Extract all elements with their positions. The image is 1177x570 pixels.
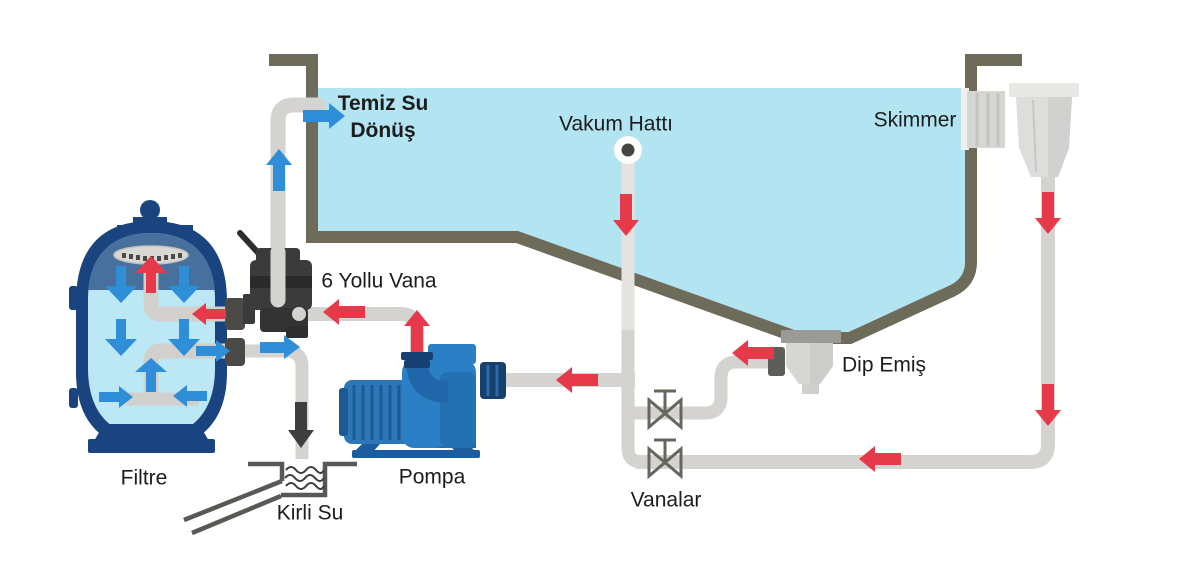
arrow-filter-down-3	[105, 319, 137, 356]
label-skimmer: Skimmer	[873, 108, 957, 132]
main-drain-unit	[768, 330, 841, 394]
arrow-filter-out-right	[196, 340, 230, 362]
arrow-suction-left	[556, 367, 598, 393]
arrow-filter-down-2	[168, 266, 200, 303]
pool-coping-left	[269, 54, 318, 66]
pump-inlet-flange	[480, 362, 506, 399]
label-filter: Filtre	[120, 466, 168, 490]
arrow-maindrain-left	[732, 340, 774, 366]
flow-arrows-blue	[99, 103, 345, 408]
waste-trough	[183, 461, 357, 536]
label-dirty-water: Kirli Su	[276, 501, 344, 525]
skimmer-lid	[1009, 83, 1079, 97]
pump-discharge-pipe	[297, 307, 424, 356]
arrow-filter-down-4	[168, 319, 200, 356]
flow-arrow-waste	[288, 402, 314, 448]
arrow-skimmer-down-2	[1035, 384, 1061, 426]
valve-symbols	[647, 389, 683, 480]
arrow-riser-up	[266, 149, 292, 191]
pool	[269, 54, 1022, 344]
filter-out-waste-pipe	[244, 344, 309, 459]
flow-arrows-red	[135, 192, 1061, 472]
label-pump: Pompa	[398, 465, 466, 489]
arrow-return-into-pool	[303, 103, 345, 129]
arrow-collector-right	[99, 386, 133, 408]
valve-symbol-upper	[647, 389, 683, 431]
label-valves: Vanalar	[630, 488, 702, 512]
return-riser-pipe	[270, 97, 326, 308]
valve-symbol-lower	[647, 438, 683, 480]
filter-upper-port	[225, 298, 245, 330]
filter-base	[94, 424, 209, 441]
arrow-filter-dist-up	[135, 256, 167, 293]
arrow-filter-stem-up	[135, 358, 167, 392]
skimmer-unit	[961, 83, 1079, 177]
arrow-discharge-up	[404, 310, 430, 352]
arrow-collector-left	[173, 385, 207, 407]
arrow-discharge-left	[323, 299, 365, 325]
label-clean-water-return-line2: Dönüş	[350, 119, 416, 142]
arrow-to-riser-right	[260, 335, 300, 359]
label-clean-water-return: Temiz Su Dönüş	[338, 90, 429, 144]
sand-filter	[69, 200, 245, 453]
arrow-bottomline-left	[859, 446, 901, 472]
label-six-way-valve: 6 Yollu Vana	[321, 269, 437, 293]
arrow-skimmer-down-1	[1035, 192, 1061, 234]
pool-water	[318, 88, 965, 332]
pool-coping-right	[965, 54, 1022, 66]
six-way-valve	[237, 230, 312, 338]
label-vacuum-line: Vakum Hattı	[559, 112, 673, 136]
arrow-waste-down	[288, 402, 314, 448]
arrow-vacuum-down	[613, 194, 639, 236]
pump-unit	[339, 344, 506, 458]
label-clean-water-return-line1: Temiz Su	[337, 92, 429, 115]
skimmer-bottom-pipe	[636, 172, 1055, 469]
arrow-filter-in-left	[192, 303, 226, 325]
arrow-filter-down-1	[105, 266, 137, 303]
filter-lower-port	[225, 338, 245, 366]
pool-wall	[306, 60, 977, 344]
main-drain-pipe	[628, 355, 772, 420]
label-main-drain: Dip Emiş	[841, 353, 927, 377]
vacuum-fitting	[614, 136, 642, 164]
filter-internal-upper-pipe	[143, 258, 234, 322]
